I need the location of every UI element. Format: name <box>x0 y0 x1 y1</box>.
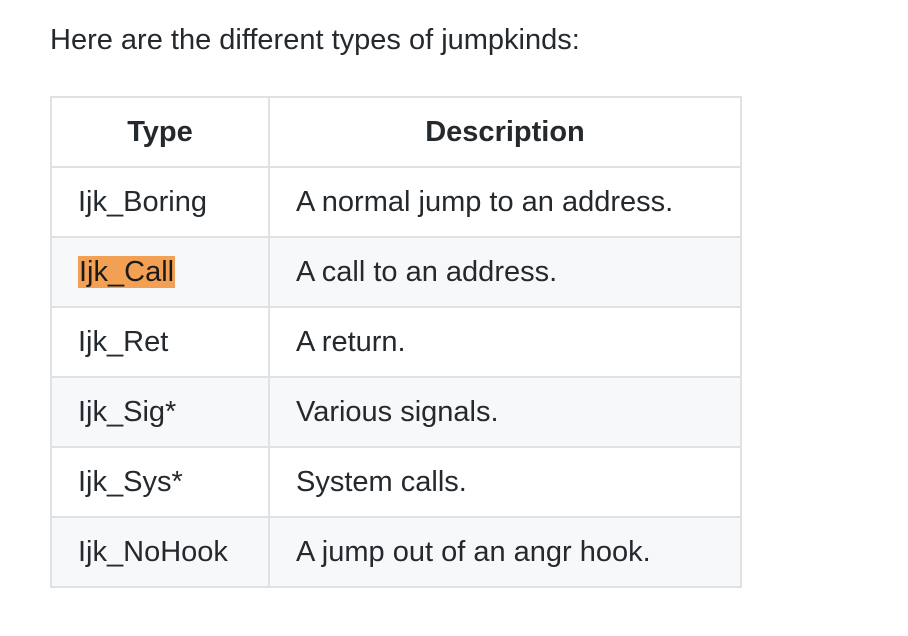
table-row: Ijk_Sys* System calls. <box>50 446 742 518</box>
type-text: Ijk_Boring <box>78 185 207 218</box>
type-cell: Ijk_Ret <box>50 306 270 378</box>
type-cell: Ijk_Sys* <box>50 446 270 518</box>
table-row: Ijk_Ret A return. <box>50 306 742 378</box>
description-cell: System calls. <box>268 446 742 518</box>
header-type: Type <box>50 96 270 168</box>
type-cell: Ijk_Boring <box>50 166 270 238</box>
table-row: Ijk_Boring A normal jump to an address. <box>50 166 742 238</box>
table-header: Type Description <box>50 96 742 168</box>
type-text: Ijk_Ret <box>78 325 169 358</box>
table-header-row: Type Description <box>50 96 742 168</box>
description-cell: A call to an address. <box>268 236 742 308</box>
description-cell: A jump out of an angr hook. <box>268 516 742 588</box>
description-cell: A normal jump to an address. <box>268 166 742 238</box>
type-cell: Ijk_NoHook <box>50 516 270 588</box>
table-body: Ijk_Boring A normal jump to an address. … <box>50 166 742 588</box>
type-text: Ijk_Sig* <box>78 395 177 428</box>
jumpkinds-table: Type Description Ijk_Boring A normal jum… <box>50 96 742 588</box>
type-cell: Ijk_Sig* <box>50 376 270 448</box>
table-row: Ijk_Call A call to an address. <box>50 236 742 308</box>
type-text: Ijk_Sys* <box>78 465 183 498</box>
intro-text: Here are the different types of jumpkind… <box>50 24 580 56</box>
highlighted-type-text: Ijk_Call <box>78 255 176 288</box>
description-cell: Various signals. <box>268 376 742 448</box>
type-text: Ijk_NoHook <box>78 535 228 568</box>
description-cell: A return. <box>268 306 742 378</box>
table-row: Ijk_NoHook A jump out of an angr hook. <box>50 516 742 588</box>
type-cell: Ijk_Call <box>50 236 270 308</box>
table-row: Ijk_Sig* Various signals. <box>50 376 742 448</box>
header-description: Description <box>268 96 742 168</box>
